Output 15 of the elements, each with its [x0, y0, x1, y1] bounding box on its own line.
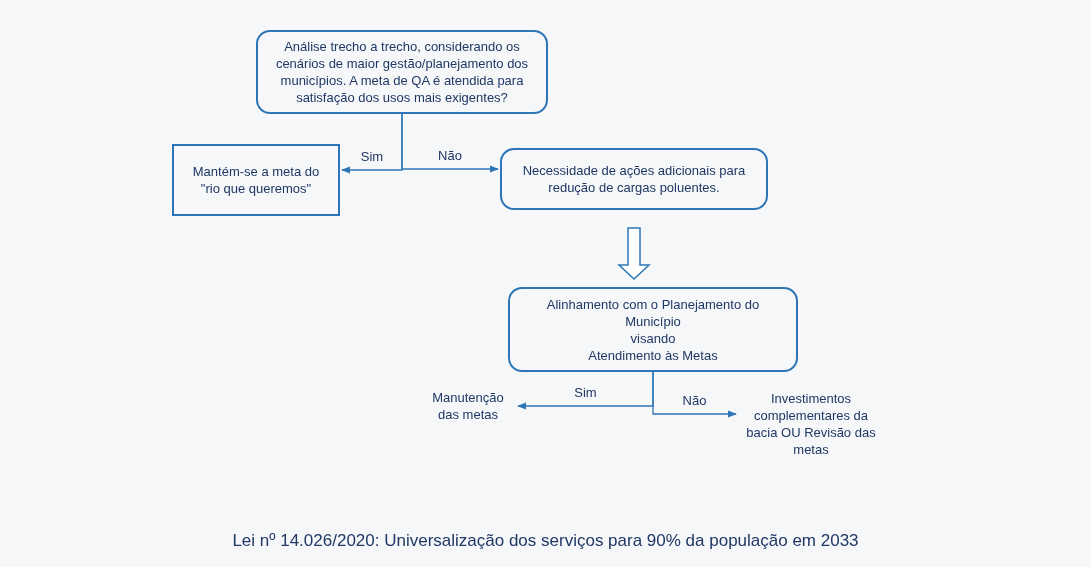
node-text: Necessidade de ações adicionais para redução de cargas poluentes.	[521, 162, 747, 196]
process-box	[172, 144, 340, 216]
node-text: visando	[630, 329, 676, 347]
process-box	[508, 287, 798, 372]
process-box	[256, 30, 548, 114]
node-text: Atendimento às Metas	[588, 346, 718, 364]
block-arrow	[617, 227, 651, 281]
connector-arrow	[401, 113, 499, 173]
caption: Lei nº 14.026/2020: Universalização dos serviços para 90% da população em 2033	[231, 530, 860, 552]
node-text: Manutenção das metas	[431, 389, 505, 423]
process-box	[500, 148, 768, 210]
connector-arrow	[652, 371, 737, 418]
node-text: Análise trecho a trecho, considerando os cenários de maior gestão/planejamento dos municípios. A meta de QA é atendida para satisfação dos usos mais exigentes?	[274, 38, 530, 106]
node-text: Mantém-se a meta do "rio que queremos"	[191, 163, 321, 197]
node-text: Investimentos complementares da bacia OU Revisão das metas	[745, 390, 877, 458]
